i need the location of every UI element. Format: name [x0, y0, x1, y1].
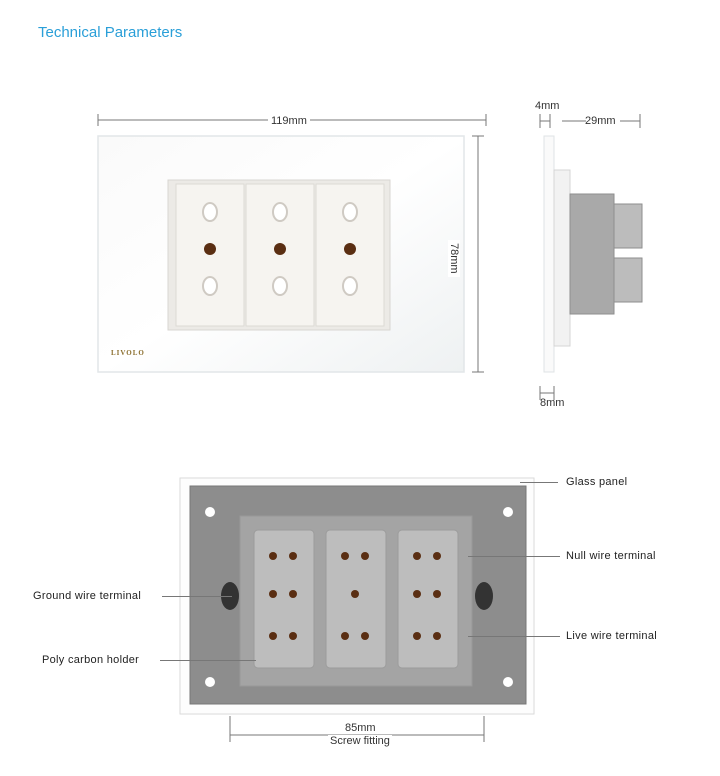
terminal-module-2: [325, 529, 387, 669]
side-view-diagram: [539, 114, 643, 400]
screw-distance-label: 85mm: [343, 722, 378, 734]
live-wire-leader: [468, 636, 560, 637]
ground-wire-leader: [162, 596, 232, 597]
poly-carbon-leader: [160, 660, 256, 661]
socket-1: [175, 183, 245, 327]
screw-fitting-label: Screw fitting: [328, 735, 392, 747]
width-dimension-label: 119mm: [268, 115, 310, 127]
body-dimension-label: 29mm: [585, 115, 616, 127]
back-view-diagram: [179, 477, 535, 742]
socket-2: [245, 183, 315, 327]
socket-3: [315, 183, 385, 327]
terminal-module-3: [397, 529, 459, 669]
poly-carbon-callout: Poly carbon holder: [42, 654, 140, 666]
live-wire-callout: Live wire terminal: [566, 630, 657, 642]
ground-wire-callout: Ground wire terminal: [33, 590, 142, 602]
null-wire-callout: Null wire terminal: [566, 550, 656, 562]
glass-panel-callout: Glass panel: [566, 476, 628, 488]
glass-panel-leader: [520, 482, 558, 483]
height-dimension-label: 78mm: [448, 240, 460, 277]
depth-dimension-label: 4mm: [535, 100, 560, 112]
page-title: Technical Parameters: [38, 24, 183, 41]
terminal-module-1: [253, 529, 315, 669]
bottom-dimension-label: 8mm: [540, 397, 565, 409]
front-view-diagram: [97, 114, 487, 373]
brand-logo: LIVOLO: [111, 349, 145, 357]
null-wire-leader: [468, 556, 560, 557]
